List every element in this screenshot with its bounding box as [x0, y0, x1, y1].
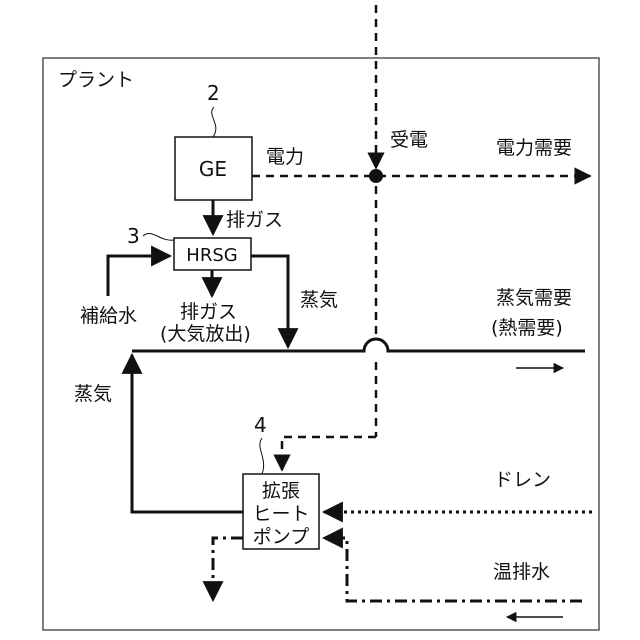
heat-pump-ref-number: 4 — [254, 413, 267, 437]
makeup-water-line — [108, 256, 170, 296]
hrsg-label: HRSG — [186, 245, 237, 266]
ge-ref-leader — [212, 107, 216, 137]
ge-label: GE — [199, 157, 227, 181]
exhaust-gas-label-upper: 排ガス — [226, 209, 283, 231]
heat-demand-label: (熱需要) — [491, 317, 563, 339]
heat-pump-label-line3: ポンプ — [253, 526, 309, 548]
steam-label-left: 蒸気 — [74, 383, 112, 405]
atmospheric-release-label: (大気放出) — [160, 323, 251, 345]
hrsg-ref-leader — [143, 234, 174, 241]
heat-pump-power-line — [282, 437, 376, 470]
warm-wastewater-label: 温排水 — [493, 561, 550, 583]
power-junction — [369, 169, 383, 183]
plant-label: プラント — [58, 69, 134, 91]
hrsg-ref-number: 3 — [127, 224, 140, 248]
power-demand-label: 電力需要 — [496, 137, 572, 159]
heat-pump-label-line2: ヒート — [252, 503, 309, 525]
ge-ref-number: 2 — [207, 81, 220, 105]
exhaust-gas-label-lower: 排ガス — [180, 301, 237, 323]
drain-label: ドレン — [494, 469, 551, 491]
heat-pump-ref-leader — [260, 438, 264, 474]
heat-pump-discharge-line — [213, 538, 243, 600]
heat-pump-steam-line — [132, 355, 243, 512]
steam-label-top: 蒸気 — [300, 289, 338, 311]
power-label: 電力 — [266, 146, 304, 168]
hrsg-steam-line — [251, 256, 288, 347]
steam-demand-label: 蒸気需要 — [496, 287, 572, 309]
heat-pump-label-line1: 拡張 — [262, 480, 300, 502]
makeup-water-label: 補給水 — [80, 305, 137, 327]
received-power-label: 受電 — [390, 129, 428, 151]
